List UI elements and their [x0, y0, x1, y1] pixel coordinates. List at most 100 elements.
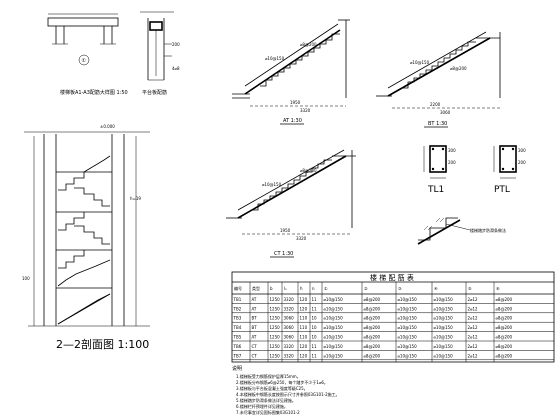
table-cell: ⌀10@150: [434, 306, 454, 311]
tread-note: 楼梯踏步防滑条做法: [470, 227, 506, 233]
table-cell: AT: [252, 335, 257, 340]
table-cell: ⌀8@200: [364, 325, 381, 330]
table-cell: 3060: [284, 335, 295, 340]
table-cell: TB2: [233, 306, 242, 311]
table-cell: 1250: [270, 306, 281, 311]
stair-bt-caption: BT 1:30: [428, 121, 447, 127]
beam-tl1: 300 200 TL1: [423, 145, 456, 195]
table-cell: ⌀8@200: [364, 335, 381, 340]
section-detail-label: 楼梯板A1-A3配筋大样图 1:50: [60, 89, 128, 96]
stair-bt: 2200 3060 ⌀10@150 ⌀8@200 BT 1:30: [376, 31, 501, 128]
table-cell: 3060: [284, 325, 295, 330]
table-cell: 11: [312, 297, 318, 302]
table-cell: 120: [300, 306, 308, 311]
table-cell: ⌀10@150: [434, 316, 454, 321]
notes-heading: 说明: [232, 365, 242, 372]
table-cell: ⌀10@150: [324, 344, 344, 349]
table-header-cell: 类型: [252, 285, 260, 291]
slab-detail: 200 4⌀8 平台板配筋: [140, 11, 180, 96]
table-cell: ⌀10@150: [434, 297, 454, 302]
section-detail: ① 楼梯板A1-A3配筋大样图 1:50: [47, 13, 128, 96]
table-cell: TB3: [233, 316, 242, 321]
table-cell: 120: [300, 297, 308, 302]
table-cell: CT: [252, 353, 258, 358]
table-cell: AT: [252, 297, 257, 302]
table-header-cell: b: [270, 286, 273, 291]
table-cell: 11: [312, 353, 318, 358]
section-title: 2—2剖面图 1:100: [56, 337, 149, 351]
table-cell: TB5: [233, 335, 242, 340]
table-cell: ⌀8@200: [364, 306, 381, 311]
table-cell: ⌀8@200: [364, 344, 381, 349]
svg-text:⌀10@150: ⌀10@150: [262, 182, 282, 187]
svg-text:3320: 3320: [300, 108, 311, 113]
table-cell: 110: [300, 325, 308, 330]
table-cell: 1250: [270, 335, 281, 340]
notes-block: 说明 1.楼梯板受力钢筋保护层厚15mm。2.楼梯板分布钢筋⌀6@250，每个踏…: [232, 365, 340, 415]
table-cell: 1250: [270, 325, 281, 330]
table-cell: AT: [252, 306, 257, 311]
table-cell: ⌀10@150: [324, 297, 344, 302]
table-cell: BT: [252, 316, 258, 321]
table-cell: 2⌀12: [468, 297, 478, 302]
table-cell: TB4: [233, 325, 242, 330]
table-cell: 3320: [284, 344, 295, 349]
table-header-cell: n: [312, 286, 315, 291]
stair-ct: 1950 3320 ⌀10@150 ⌀8@200 CT 1:30: [226, 149, 356, 258]
table-header-cell: ④: [434, 286, 438, 291]
ring-label: 4⌀8: [172, 66, 180, 71]
note-line: 5.楼梯踏步防滑条做法详见建施。: [236, 397, 296, 403]
table-cell: 3320: [284, 297, 295, 302]
table-cell: 1250: [270, 316, 281, 321]
table-header-cell: h: [300, 286, 303, 291]
table-cell: ⌀10@150: [324, 335, 344, 340]
table-cell: CT: [252, 344, 258, 349]
table-cell: ⌀8@200: [364, 353, 381, 358]
svg-text:2200: 2200: [430, 102, 441, 107]
svg-text:1950: 1950: [280, 228, 291, 233]
table-cell: ⌀8@200: [364, 297, 381, 302]
table-cell: ⌀10@150: [324, 325, 344, 330]
stair-at: 1950 3320 ⌀10@150 ⌀8@200 AT 1:30: [232, 19, 350, 125]
table-cell: ⌀8@200: [496, 297, 513, 302]
svg-text:200: 200: [172, 42, 180, 47]
table-cell: 2⌀12: [468, 316, 478, 321]
section-2-2: ±0.000 100 h=19 2—2剖面图 1:100: [22, 124, 150, 351]
table-header-cell: ⑤: [468, 286, 472, 291]
table-cell: 3060: [284, 316, 295, 321]
table-header-cell: ⑥: [496, 286, 500, 291]
table-header-cell: ③: [398, 286, 402, 291]
table-cell: BT: [252, 325, 258, 330]
table-cell: 1250: [270, 353, 281, 358]
table-cell: 1250: [270, 297, 281, 302]
table-cell: ⌀10@150: [398, 325, 418, 330]
table-cell: ⌀10@150: [398, 344, 418, 349]
svg-text:3060: 3060: [440, 110, 451, 115]
table-cell: ⌀10@150: [398, 316, 418, 321]
stair-at-caption: AT 1:30: [283, 118, 302, 124]
table-cell: 10: [312, 316, 318, 321]
svg-text:⌀10@150: ⌀10@150: [265, 56, 285, 61]
table-header-cell: ②: [364, 286, 368, 291]
note-line: 1.楼梯板受力钢筋保护层厚15mm。: [236, 373, 301, 379]
table-cell: 11: [312, 344, 318, 349]
note-line: 6.楼梯栏杆预埋件详见建施。: [236, 403, 288, 409]
notes-lines: 1.楼梯板受力钢筋保护层厚15mm。2.楼梯板分布钢筋⌀6@250，每个踏步不少…: [236, 373, 340, 415]
svg-text:⌀8@200: ⌀8@200: [300, 42, 317, 47]
table-cell: TB1: [233, 297, 242, 302]
table-cell: 120: [300, 353, 308, 358]
table-header-cell: 编号: [234, 285, 242, 291]
stair-ct-caption: CT 1:30: [274, 251, 293, 257]
table-cell: ⌀10@150: [434, 335, 454, 340]
ptl-dim-w: 200: [518, 160, 526, 165]
section-top-elev: ±0.000: [100, 124, 115, 129]
table-cell: ⌀10@150: [398, 353, 418, 358]
table-cell: ⌀10@150: [398, 306, 418, 311]
note-line: 2.楼梯板分布钢筋⌀6@250，每个踏步不少于1⌀6。: [236, 379, 328, 385]
table-cell: 2⌀12: [468, 306, 478, 311]
tl1-caption: TL1: [427, 185, 444, 195]
table-cell: ⌀10@150: [434, 353, 454, 358]
table-cell: 120: [300, 344, 308, 349]
table-cell: ⌀8@200: [364, 316, 381, 321]
